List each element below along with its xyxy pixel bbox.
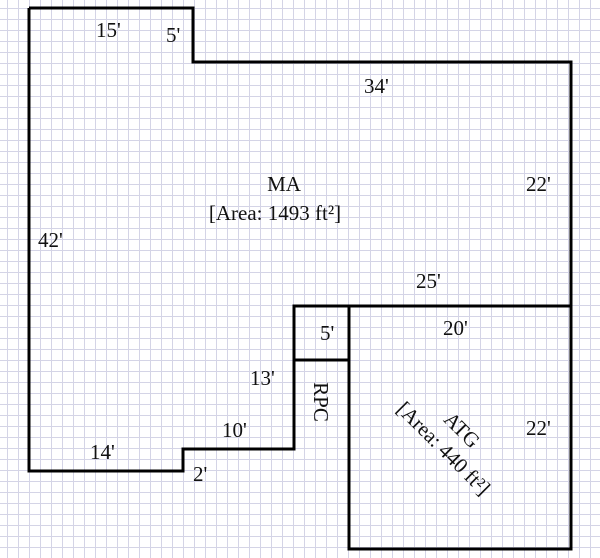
dim-ma-bottom-left: 14'	[90, 440, 115, 464]
dim-atg-top: 20'	[443, 316, 468, 340]
dim-atg-right: 22'	[526, 416, 551, 440]
dim-ma-shared: 25'	[416, 269, 441, 293]
dim-ma-right: 22'	[526, 172, 551, 196]
ma-area: [Area: 1493 ft²]	[209, 201, 341, 225]
dim-ma-inner-vertical: 13'	[250, 366, 275, 390]
atg-outline	[347, 304, 573, 551]
dim-ma-top-left: 15'	[96, 18, 121, 42]
dim-ma-bottom-mid: 10'	[222, 418, 247, 442]
dim-rpc-top: 5'	[320, 321, 334, 345]
atg-area: [Area: 440 ft²]	[392, 397, 495, 500]
ma-label: MA	[267, 172, 302, 196]
dim-ma-bottom-step: 2'	[193, 462, 207, 486]
dim-ma-left: 42'	[38, 228, 63, 252]
dim-ma-top: 34'	[364, 74, 389, 98]
dim-ma-notch: 5'	[166, 23, 180, 47]
rpc-label: RPC	[309, 382, 333, 422]
ma-outline	[27, 6, 573, 473]
